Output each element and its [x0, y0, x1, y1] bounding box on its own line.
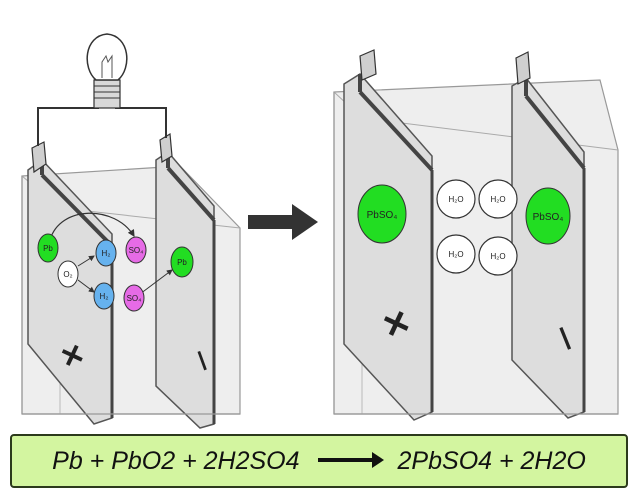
equation-products: 2PbSO4 + 2H2O — [397, 446, 586, 475]
reaction-arrow-icon — [317, 452, 384, 468]
right-cell: PbSO₄ PbSO₄ H₂O H₂O H₂O H₂O + — — [333, 49, 619, 421]
h2o-molecule: H₂O — [436, 234, 476, 274]
reaction-equation: Pb + PbO2 + 2H2SO4 2PbSO4 + 2H2O — [10, 434, 628, 488]
transition-arrow-icon — [248, 204, 318, 240]
o2-molecule: O₂ — [57, 260, 79, 288]
pb-molecule-right: Pb — [170, 246, 194, 278]
left-terminal — [31, 141, 47, 174]
h2o-molecule: H₂O — [436, 179, 476, 219]
right-terminal-discharged — [515, 51, 531, 85]
so4-label: SO₄ — [129, 246, 144, 255]
pb-label: Pb — [43, 244, 53, 253]
so4-molecule-bottom: SO₄ — [123, 284, 145, 312]
pb-label: Pb — [177, 258, 187, 267]
equation-reactants: Pb + PbO2 + 2H2SO4 — [52, 446, 300, 475]
h2o-molecule: H₂O — [478, 236, 518, 276]
pbso4-label: PbSO₄ — [533, 212, 564, 223]
so4-molecule-top: SO₄ — [125, 236, 147, 264]
h2o-label: H₂O — [448, 195, 463, 204]
h2o-label: H₂O — [448, 250, 463, 259]
left-cell: Pb H₂ SO₄ O₂ H₂ SO₄ Pb + — — [21, 33, 241, 429]
h2-label: H₂ — [100, 292, 109, 301]
h2-label: H₂ — [102, 249, 111, 258]
light-bulb-icon — [86, 33, 128, 109]
wire-right — [115, 96, 167, 138]
o2-label: O₂ — [63, 270, 72, 279]
wire-left — [37, 96, 99, 146]
h2o-molecule: H₂O — [478, 179, 518, 219]
h2-molecule-top: H₂ — [95, 239, 117, 267]
left-terminal-discharged — [359, 49, 377, 81]
pb-molecule-left: Pb — [37, 233, 59, 263]
so4-label: SO₄ — [127, 294, 142, 303]
pbso4-label: PbSO₄ — [367, 210, 398, 221]
h2o-label: H₂O — [490, 195, 505, 204]
h2-molecule-bottom: H₂ — [93, 282, 115, 310]
h2o-label: H₂O — [490, 252, 505, 261]
pbso4-molecule-left: PbSO₄ — [357, 184, 407, 244]
pbso4-molecule-right: PbSO₄ — [525, 187, 571, 245]
